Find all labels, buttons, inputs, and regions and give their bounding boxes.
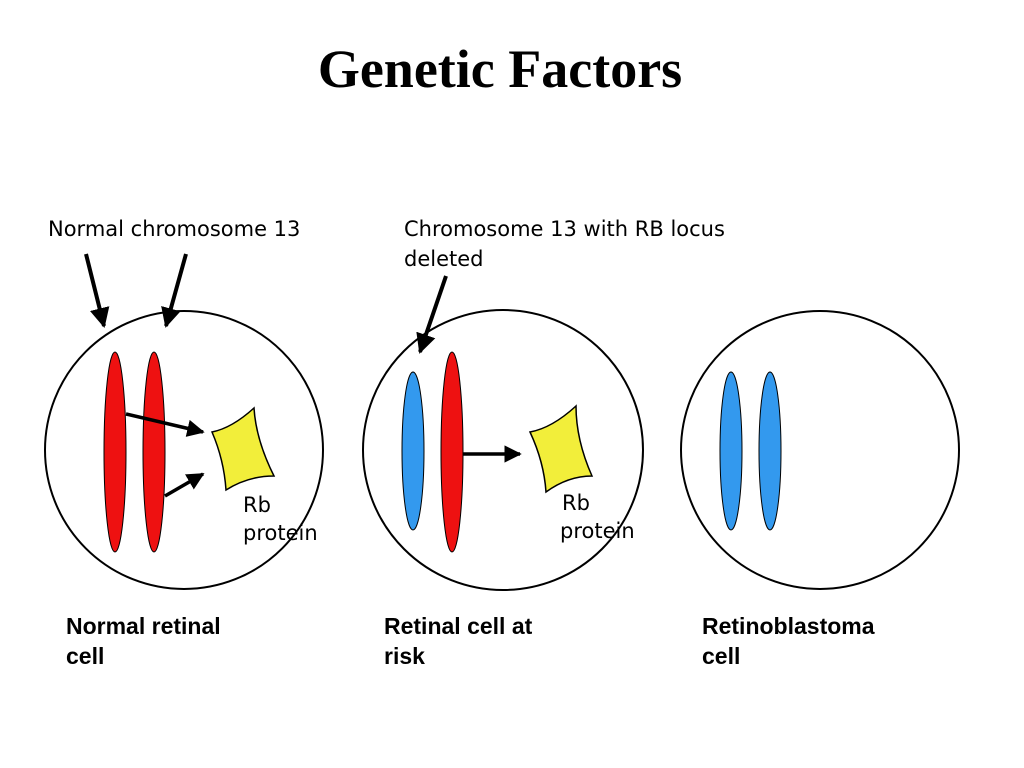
chromosome-13-normal xyxy=(440,351,464,553)
cell-caption-line1: Retinoblastoma xyxy=(702,613,875,639)
slide-title: Genetic Factors xyxy=(317,39,683,99)
pointer-arrow-normal-right xyxy=(161,253,188,328)
chromosome-13-deleted xyxy=(719,371,743,531)
chromosome-13-normal xyxy=(103,351,127,553)
rb-protein-label-line2: protein xyxy=(560,519,635,543)
rb-protein-label-line2: protein xyxy=(243,521,318,545)
cell-caption-line2: cell xyxy=(66,643,104,669)
rb-protein-label-line1: Rb xyxy=(562,491,590,515)
expression-arrow xyxy=(164,472,205,498)
cell-caption-line1: Retinal cell at xyxy=(384,613,533,639)
deleted-chromosome-label-line2: deleted xyxy=(404,247,484,271)
rb-protein-label-line1: Rb xyxy=(243,493,271,517)
cell-caption-line1: Normal retinal xyxy=(66,613,221,639)
cell-membrane xyxy=(44,310,324,590)
chromosome-13-normal xyxy=(142,351,166,553)
pointer-arrow-normal-left xyxy=(84,253,110,328)
cell-caption-line2: risk xyxy=(384,643,425,669)
cell-membrane xyxy=(680,310,960,590)
chromosome-13-deleted xyxy=(401,371,425,531)
cell-retinoblastoma: Retinoblastoma cell xyxy=(680,310,960,669)
normal-chromosome-label: Normal chromosome 13 xyxy=(48,217,300,241)
chromosome-13-deleted xyxy=(758,371,782,531)
rb-protein-shape xyxy=(528,404,594,494)
cell-membrane xyxy=(362,309,644,591)
cell-caption-line2: cell xyxy=(702,643,740,669)
deleted-chromosome-label-line1: Chromosome 13 with RB locus xyxy=(404,217,725,241)
pointer-arrow-deleted xyxy=(416,275,448,354)
cell-normal-retinal: Rb protein Normal retinal cell xyxy=(44,310,324,669)
cell-retinal-at-risk: Rb protein Retinal cell at risk xyxy=(362,309,644,669)
expression-arrow xyxy=(125,412,205,437)
rb-protein-shape xyxy=(210,406,276,492)
